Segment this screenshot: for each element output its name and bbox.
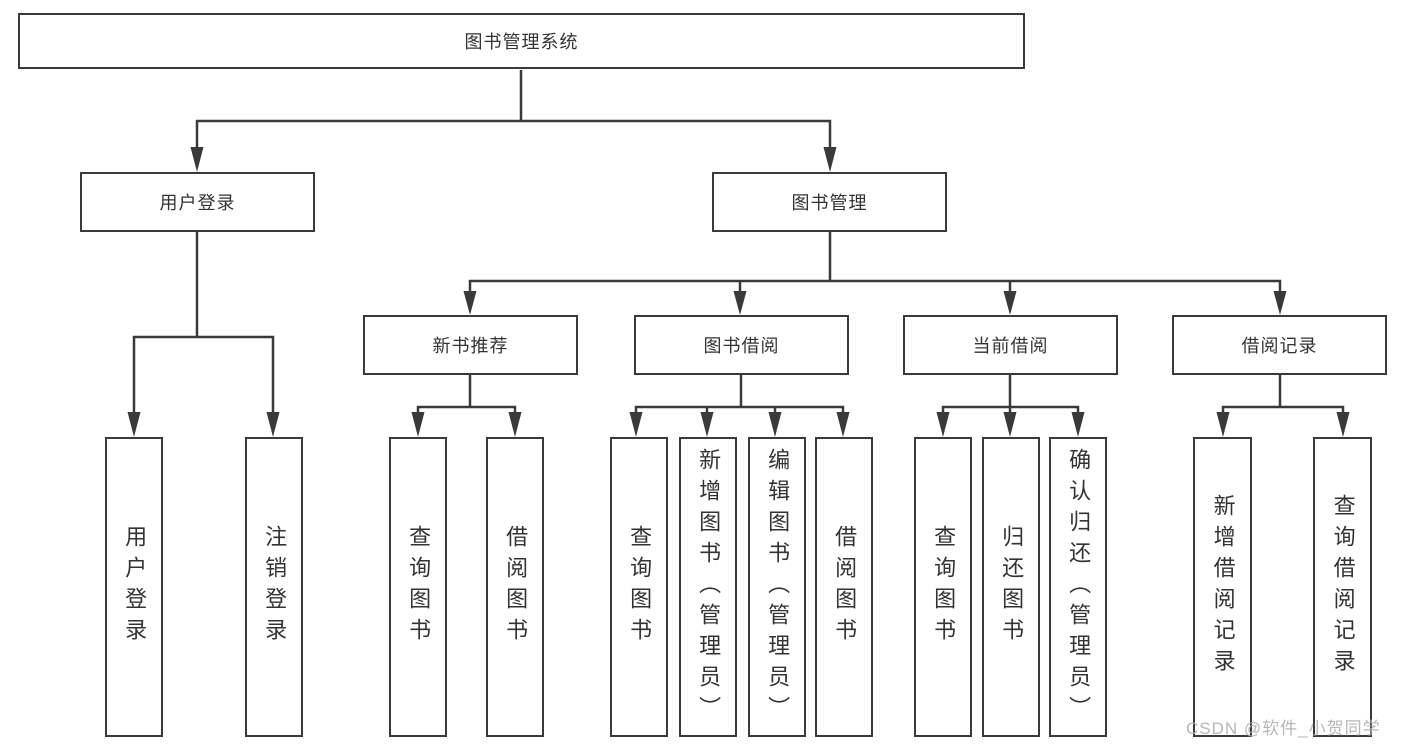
connector-bookborrow-to-leaves [634,375,845,414]
leaf-return-books: 归还图书 [982,437,1040,737]
node-new-book-recommend: 新书推荐 [363,315,578,375]
node-book-management: 图书管理 [712,172,947,232]
node-borrow-records: 借阅记录 [1172,315,1387,375]
node-book-borrow: 图书借阅 [634,315,849,375]
node-label: 编辑图书（管理员） [765,447,791,727]
connector-root-to-level2 [195,70,832,150]
node-label: 查询借阅记录 [1330,494,1356,680]
leaf-user-login: 用户登录 [105,437,163,737]
connector-newbook-to-leaves [416,375,517,414]
leaf-query-borrow-record: 查询借阅记录 [1313,437,1372,737]
node-label: 查询图书 [406,525,432,649]
node-label: 用户登录 [122,525,148,649]
node-label: 图书管理系统 [464,32,579,52]
connector-userlogin-to-leaves [132,232,275,414]
node-library-management-system: 图书管理系统 [18,13,1025,69]
leaf-add-books-admin: 新增图书（管理员） [679,437,737,737]
arrowheads [127,147,1350,437]
leaf-borrow-books: 借阅图书 [815,437,873,737]
leaf-edit-books-admin: 编辑图书（管理员） [748,437,806,737]
leaf-add-borrow-record: 新增借阅记录 [1193,437,1252,737]
node-label: 确认归还（管理员） [1066,447,1092,727]
node-current-borrow: 当前借阅 [903,315,1118,375]
node-label: 注销登录 [262,525,288,649]
node-label: 新增图书（管理员） [696,447,722,727]
leaf-query-books-current: 查询图书 [914,437,972,737]
connector-borrowrecords-to-leaves [1221,375,1345,414]
node-label: 借阅图书 [503,525,529,649]
node-label: 查询图书 [627,525,653,649]
node-label: 归还图书 [999,525,1025,649]
node-label: 图书借阅 [703,336,780,356]
leaf-query-books-recommend: 查询图书 [389,437,447,737]
leaf-confirm-return-admin: 确认归还（管理员） [1049,437,1107,737]
node-label: 新增借阅记录 [1210,494,1236,680]
node-label: 新书推荐 [432,336,509,356]
node-label: 查询图书 [931,525,957,649]
node-label: 当前借阅 [972,336,1049,356]
leaf-logout-login: 注销登录 [245,437,303,737]
connector-bookmgmt-to-level3 [468,232,1282,293]
node-label: 图书管理 [791,193,868,213]
leaf-query-books-borrow: 查询图书 [610,437,668,737]
node-label: 用户登录 [159,193,236,213]
leaf-borrow-books-recommend: 借阅图书 [486,437,544,737]
node-user-login: 用户登录 [80,172,315,232]
connector-currentborrow-to-leaves [941,375,1080,414]
node-label: 借阅图书 [832,525,858,649]
csdn-watermark: CSDN @软件_小贺同学 [1186,719,1381,738]
node-label: 借阅记录 [1241,336,1318,356]
